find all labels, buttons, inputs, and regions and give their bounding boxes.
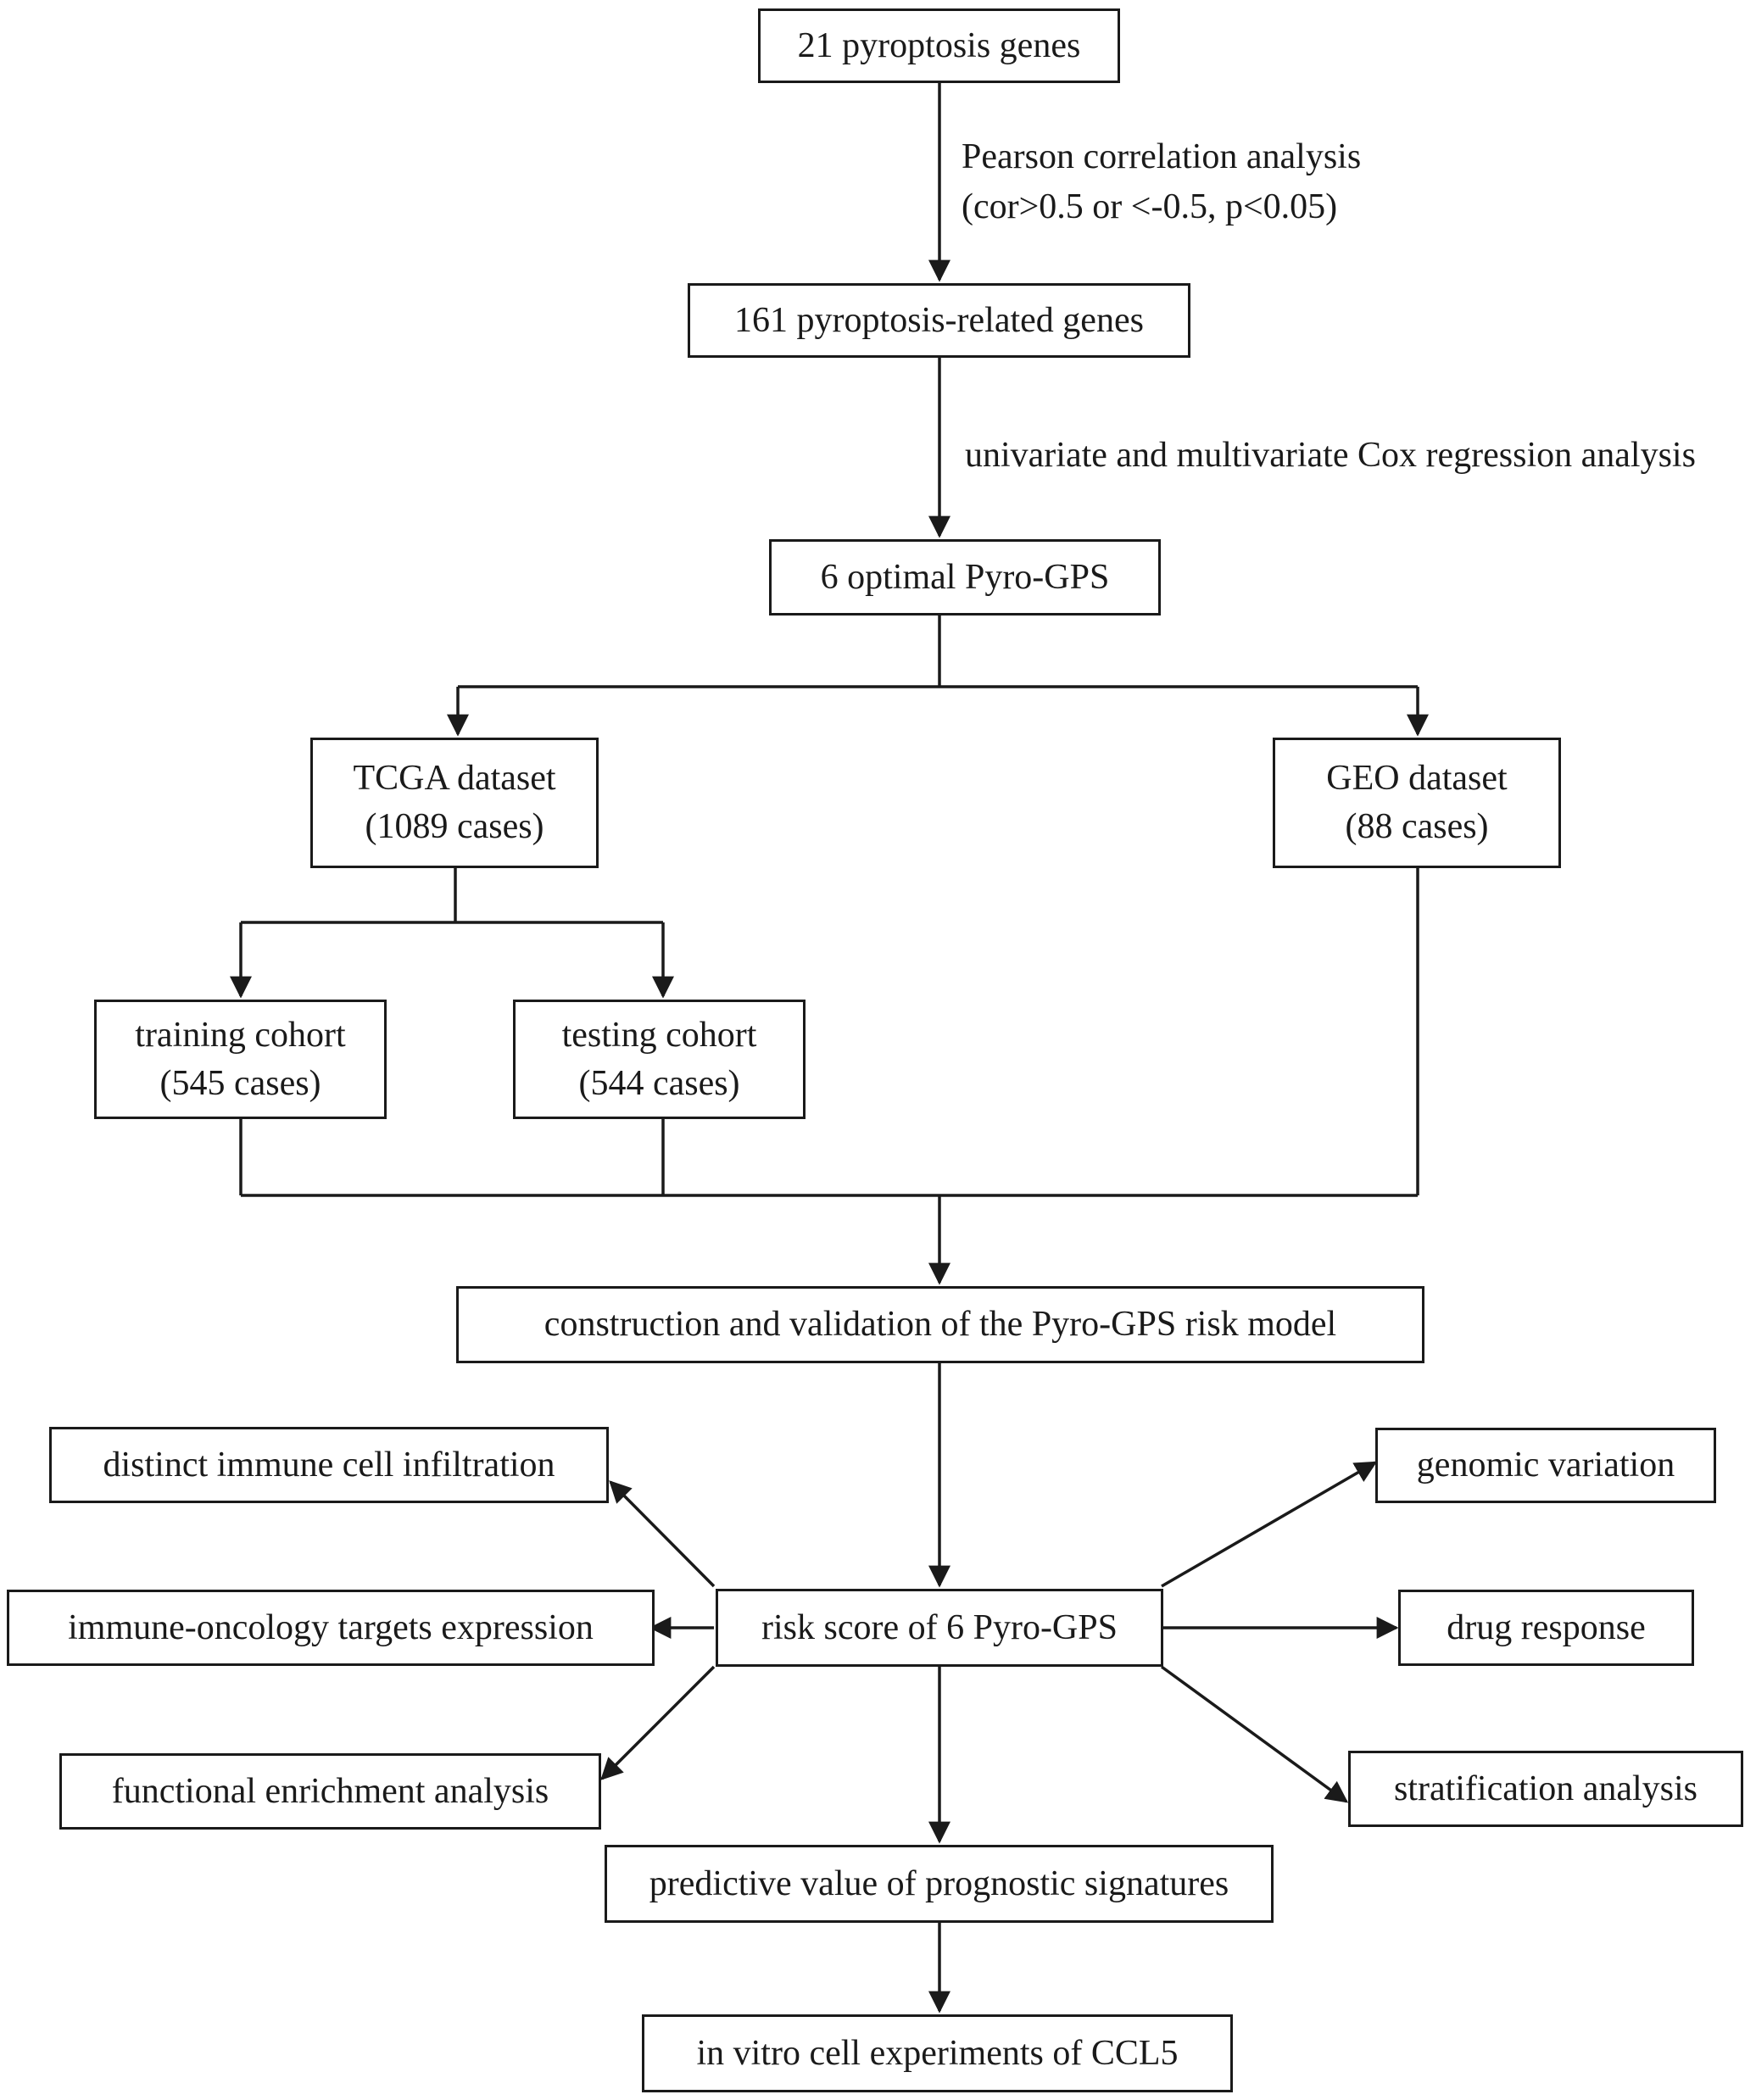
- edge-label-pearson: Pearson correlation analysis (cor>0.5 or…: [962, 132, 1361, 232]
- node-risk-score: risk score of 6 Pyro-GPS: [716, 1589, 1163, 1667]
- node-construction-validation-text: construction and validation of the Pyro-…: [544, 1305, 1337, 1345]
- node-genomic-variation: genomic variation: [1375, 1428, 1716, 1503]
- node-drug-response-text: drug response: [1447, 1607, 1646, 1647]
- node-stratification-analysis-text: stratification analysis: [1393, 1769, 1698, 1808]
- node-functional-enrichment-text: functional enrichment analysis: [111, 1771, 549, 1811]
- edge-label-pearson-line1: Pearson correlation analysis: [962, 137, 1362, 176]
- node-in-vitro-experiments-text: in vitro cell experiments of CCL5: [696, 2033, 1179, 2073]
- node-testing-cohort-line2: (544 cases): [578, 1063, 740, 1103]
- node-21-pyroptosis-genes: 21 pyroptosis genes: [758, 8, 1120, 83]
- node-geo-dataset: GEO dataset (88 cases): [1273, 738, 1561, 868]
- node-training-cohort: training cohort (545 cases): [94, 1000, 387, 1119]
- node-tcga-dataset-line2: (1089 cases): [365, 807, 544, 846]
- node-risk-score-text: risk score of 6 Pyro-GPS: [761, 1607, 1118, 1647]
- edge-label-cox: univariate and multivariate Cox regressi…: [965, 431, 1696, 481]
- node-geo-dataset-line2: (88 cases): [1345, 807, 1489, 846]
- node-genomic-variation-text: genomic variation: [1416, 1445, 1675, 1485]
- node-distinct-immune-cell-infiltration: distinct immune cell infiltration: [49, 1427, 609, 1503]
- node-21-pyroptosis-genes-text: 21 pyroptosis genes: [797, 25, 1081, 65]
- edge-label-cox-line1: univariate and multivariate Cox regressi…: [965, 436, 1696, 475]
- node-161-pyroptosis-related-genes-text: 161 pyroptosis-related genes: [734, 300, 1144, 340]
- node-in-vitro-experiments: in vitro cell experiments of CCL5: [642, 2014, 1233, 2092]
- node-construction-validation: construction and validation of the Pyro-…: [456, 1286, 1424, 1363]
- node-testing-cohort: testing cohort (544 cases): [513, 1000, 806, 1119]
- node-training-cohort-line1: training cohort: [135, 1015, 346, 1055]
- node-testing-cohort-line1: testing cohort: [561, 1015, 757, 1055]
- node-tcga-dataset: TCGA dataset (1089 cases): [310, 738, 599, 868]
- node-tcga-dataset-line1: TCGA dataset: [353, 759, 556, 799]
- node-drug-response: drug response: [1398, 1590, 1694, 1666]
- node-distinct-immune-cell-infiltration-text: distinct immune cell infiltration: [103, 1445, 555, 1484]
- arrow-n9-to-n12: [600, 1665, 716, 1780]
- node-predictive-value: predictive value of prognostic signature…: [605, 1845, 1274, 1923]
- arrow-n9-to-n15: [1160, 1665, 1349, 1803]
- node-immune-oncology-targets: immune-oncology targets expression: [7, 1590, 655, 1666]
- arrow-n9-to-n10: [609, 1480, 716, 1588]
- node-6-optimal-pyro-gps-text: 6 optimal Pyro-GPS: [820, 557, 1110, 597]
- node-geo-dataset-line1: GEO dataset: [1326, 759, 1508, 799]
- edge-label-pearson-line2: (cor>0.5 or <-0.5, p<0.05): [962, 187, 1338, 226]
- node-6-optimal-pyro-gps: 6 optimal Pyro-GPS: [769, 539, 1161, 616]
- node-functional-enrichment: functional enrichment analysis: [59, 1753, 601, 1830]
- node-161-pyroptosis-related-genes: 161 pyroptosis-related genes: [688, 283, 1190, 358]
- node-immune-oncology-targets-text: immune-oncology targets expression: [68, 1607, 594, 1647]
- node-training-cohort-line2: (545 cases): [159, 1063, 321, 1103]
- node-stratification-analysis: stratification analysis: [1348, 1751, 1743, 1827]
- arrow-n9-to-n13: [1161, 1461, 1378, 1588]
- node-predictive-value-text: predictive value of prognostic signature…: [649, 1863, 1229, 1903]
